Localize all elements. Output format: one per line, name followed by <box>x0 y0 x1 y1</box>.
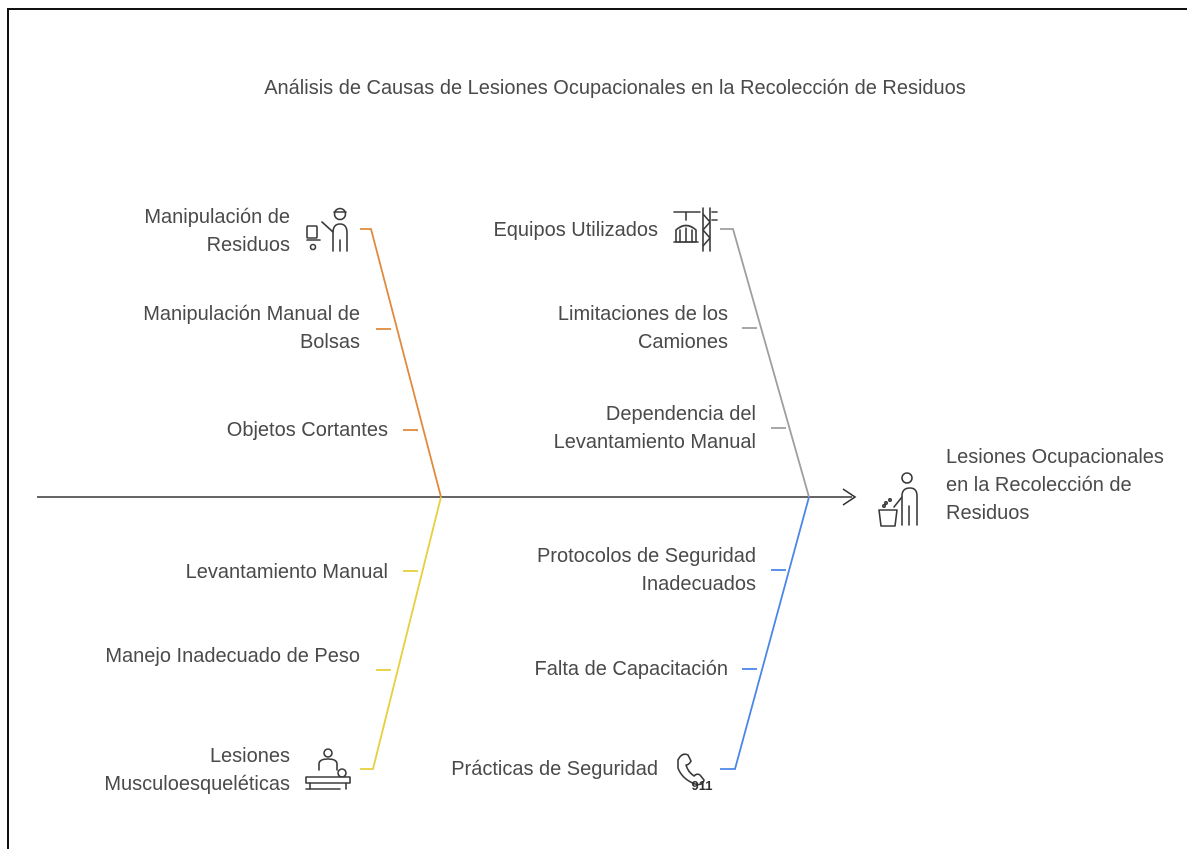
emergency-number-text: 911 <box>692 778 713 793</box>
cause-label: Falta de Capacitación <box>534 658 728 680</box>
diagram-frame <box>7 8 1187 849</box>
bone-practicas <box>720 496 810 770</box>
diagram-title: Análisis de Causas de Lesiones Ocupacion… <box>264 77 966 99</box>
category-label-practicas: Prácticas de Seguridad <box>451 758 658 780</box>
bone-lesiones <box>360 496 442 770</box>
cause-label: Manejo Inadecuado de Peso <box>105 645 360 667</box>
cause-label: Manipulación Manual de Bolsas <box>143 303 360 353</box>
category-label-lesiones: Lesiones Musculoesqueléticas <box>104 745 290 795</box>
effect-label: Lesiones Ocupacionales en la Recolección… <box>946 446 1164 524</box>
garbage-truck-crane-icon <box>673 207 718 252</box>
bone-manipulacion <box>360 228 442 498</box>
spine-arrowhead <box>842 488 857 506</box>
emergency-phone-911-icon: 911 <box>677 753 713 793</box>
category-label-equipos: Equipos Utilizados <box>493 219 658 241</box>
category-label-manipulacion: Manipulación de Residuos <box>144 206 290 256</box>
cause-label: Protocolos de Seguridad Inadecuados <box>536 545 756 595</box>
bone-equipos <box>720 228 810 498</box>
worker-trash-cart-icon <box>306 207 348 252</box>
cause-label: Objetos Cortantes <box>226 419 388 441</box>
cause-label: Limitaciones de los Camiones <box>557 303 728 353</box>
person-trash-icon <box>878 472 918 527</box>
person-massage-table-icon <box>305 748 351 790</box>
cause-label: Dependencia del Levantamiento Manual <box>553 403 756 453</box>
cause-label: Levantamiento Manual <box>185 561 388 583</box>
